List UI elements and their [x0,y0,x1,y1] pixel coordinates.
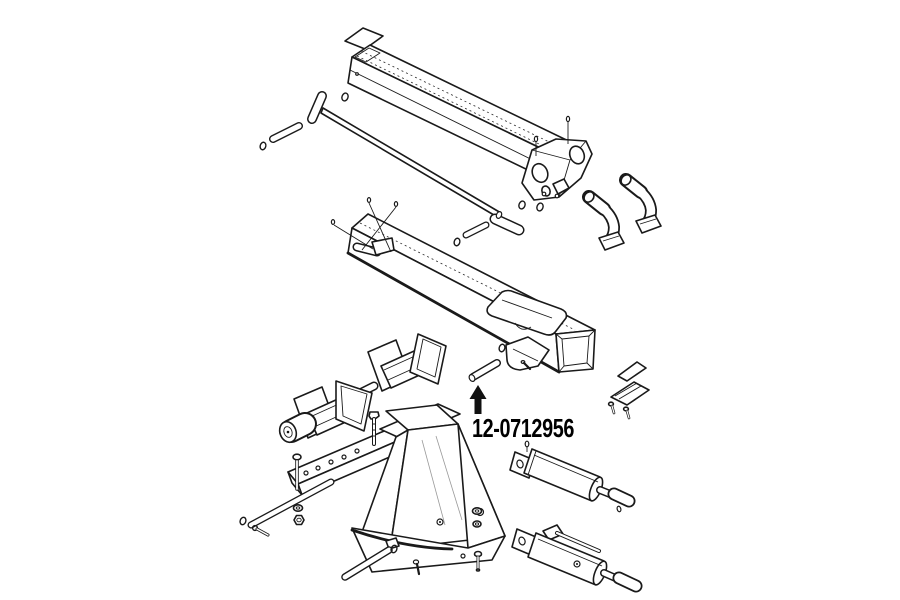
slide-shoe [498,336,550,371]
hydraulic-cylinder-lower [511,524,643,593]
roller-assembly-lower [278,380,373,444]
part-callout: 12-0712956 [468,359,575,443]
up-arrow-icon [469,385,487,414]
hydraulic-cylinder-upper [509,440,636,513]
mounting-plate-flat [617,361,647,382]
clevis-rod-lower-left [239,478,335,537]
top-cover-plate [344,27,384,50]
retaining-pin-mid [453,221,490,247]
clevis-pin-upper [259,122,303,151]
slide-rod [307,91,544,236]
wedge-plate [486,289,568,336]
fastener-screws-right [607,401,631,420]
clevis-rod-bottom [341,544,398,581]
fastener-bolts-washers [292,411,483,572]
callout-pin [468,359,501,383]
lock-handle-right [619,173,661,233]
mounting-plate-channel [610,381,650,406]
pivot-bracket [521,115,593,201]
support-foot-assembly [287,403,506,576]
part-number-label: 12-0712956 [472,413,574,443]
lock-handle-left [582,190,624,250]
beam-clevis-and-leaders [330,197,399,257]
